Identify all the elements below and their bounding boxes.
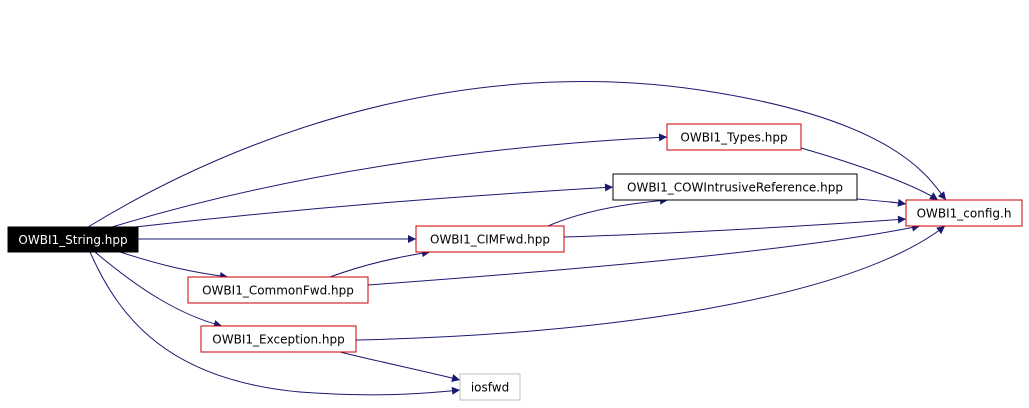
node-cowref[interactable]: OWBI1_COWIntrusiveReference.hpp bbox=[612, 173, 858, 201]
node-box bbox=[612, 173, 858, 201]
node-box bbox=[415, 225, 565, 253]
edge-commonfwd-to-cimfwd bbox=[329, 249, 431, 278]
edge-string-to-types bbox=[111, 133, 668, 228]
node-label: OWBI1_config.h bbox=[917, 207, 1012, 221]
edge-exception-to-iosfwd bbox=[339, 351, 461, 382]
edge-types-to-config bbox=[800, 147, 939, 201]
edge-string-to-exception bbox=[94, 251, 223, 328]
node-box bbox=[459, 373, 521, 401]
node-label: OWBI1_Types.hpp bbox=[680, 131, 787, 145]
node-config[interactable]: OWBI1_config.h bbox=[905, 199, 1023, 227]
node-iosfwd: iosfwd bbox=[459, 373, 521, 401]
edge-exception-to-config bbox=[355, 225, 946, 341]
node-cimfwd[interactable]: OWBI1_CIMFwd.hpp bbox=[415, 225, 565, 253]
node-label: OWBI1_CIMFwd.hpp bbox=[430, 233, 550, 247]
node-label: OWBI1_COWIntrusiveReference.hpp bbox=[627, 181, 843, 195]
node-label: OWBI1_String.hpp bbox=[18, 233, 127, 247]
node-string: OWBI1_String.hpp bbox=[7, 226, 139, 253]
node-exception[interactable]: OWBI1_Exception.hpp bbox=[200, 325, 357, 353]
edge-string-to-iosfwd bbox=[89, 251, 461, 396]
node-box bbox=[666, 123, 802, 151]
edge-string-to-commonfwd bbox=[119, 251, 229, 280]
node-box bbox=[200, 325, 357, 353]
node-box bbox=[7, 226, 139, 253]
edges-layer bbox=[87, 80, 947, 396]
edge-commonfwd-to-config bbox=[367, 223, 921, 286]
edge-string-to-config bbox=[87, 80, 947, 228]
node-label: OWBI1_Exception.hpp bbox=[212, 333, 344, 347]
node-box bbox=[905, 199, 1023, 227]
node-commonfwd[interactable]: OWBI1_CommonFwd.hpp bbox=[187, 276, 369, 304]
node-label: OWBI1_CommonFwd.hpp bbox=[202, 284, 354, 298]
edge-cimfwd-to-cowref bbox=[547, 196, 669, 227]
node-types[interactable]: OWBI1_Types.hpp bbox=[666, 123, 802, 151]
edge-cowref-to-config bbox=[856, 198, 907, 207]
node-label: iosfwd bbox=[471, 381, 509, 395]
edge-cimfwd-to-config bbox=[563, 215, 907, 238]
node-box bbox=[187, 276, 369, 304]
edge-string-to-cowref bbox=[134, 183, 614, 228]
nodes-layer: OWBI1_String.hpp OWBI1_Types.hppOWBI1_COW… bbox=[7, 123, 1023, 401]
